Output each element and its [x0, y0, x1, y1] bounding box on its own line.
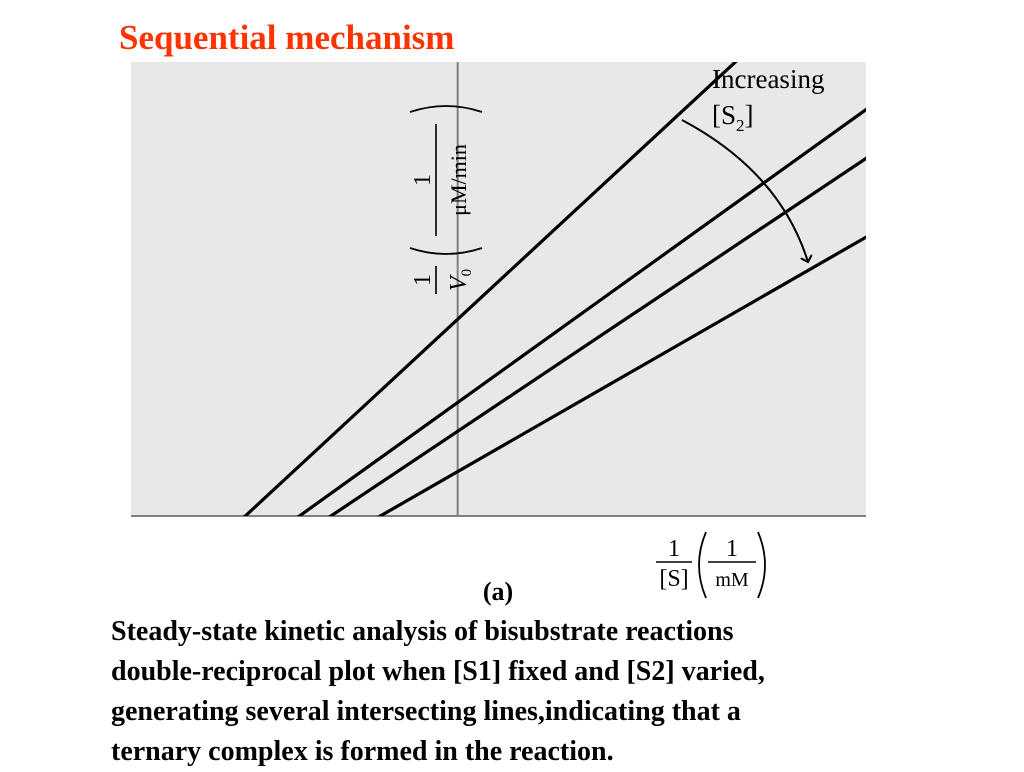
- plot-area: [131, 62, 866, 516]
- x-axis-label: 1 [S] 1 mM: [656, 531, 766, 599]
- slide-title: Sequential mechanism: [119, 18, 455, 57]
- series-line-4: [377, 235, 866, 516]
- svg-text:1: 1: [668, 536, 680, 562]
- chart: Increasing [S2] 1 V0 1 μM/min 1 [S] 1 mM…: [131, 62, 866, 606]
- caption-line: double-reciprocal plot when [S1] fixed a…: [111, 656, 765, 687]
- annotation-increasing: Increasing: [712, 64, 824, 94]
- svg-text:[S]: [S]: [659, 566, 688, 592]
- series-line-1: [242, 62, 738, 516]
- panel-label: (a): [483, 577, 513, 606]
- svg-text:V0: V0: [446, 269, 475, 291]
- series-lines: [242, 62, 866, 516]
- y-axis-label: 1 V0 1 μM/min: [409, 105, 483, 294]
- svg-text:1: 1: [410, 174, 436, 186]
- svg-text:μM/min: μM/min: [446, 144, 471, 216]
- annotation-s2: [S2]: [712, 100, 754, 135]
- annotation-arrow: [681, 119, 808, 262]
- caption: Steady-state kinetic analysis of bisubst…: [111, 612, 971, 772]
- caption-line: generating several intersecting lines,in…: [111, 696, 741, 727]
- svg-text:mM: mM: [715, 569, 749, 591]
- caption-line: Steady-state kinetic analysis of bisubst…: [111, 616, 734, 647]
- series-line-3: [328, 156, 866, 516]
- svg-text:1: 1: [726, 536, 738, 562]
- series-line-2: [296, 107, 866, 516]
- svg-text:1: 1: [410, 274, 436, 286]
- caption-line: ternary complex is formed in the reactio…: [111, 736, 614, 767]
